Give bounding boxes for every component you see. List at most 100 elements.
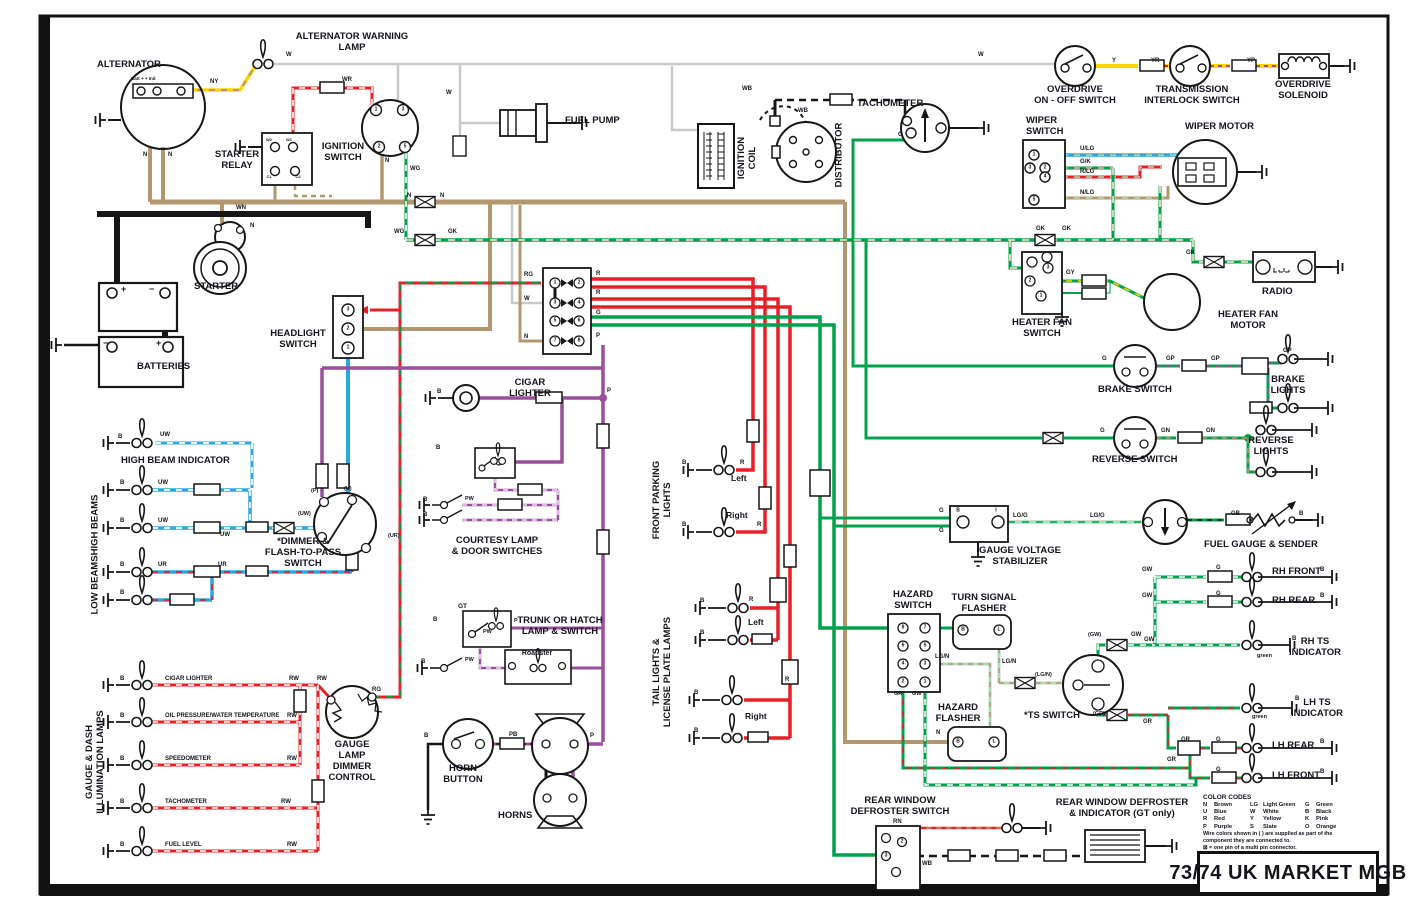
pin-number: 6 <box>577 317 581 324</box>
wire-code: GK <box>1186 250 1195 256</box>
diagram-label: TAIL LIGHTS & LICENSE PLATE LAMPS <box>651 616 673 728</box>
diagram-label: GAUGE LAMP DIMMER CONTROL <box>328 739 376 783</box>
wire-code: GW <box>912 691 922 697</box>
wire-code: GR <box>1167 757 1176 763</box>
diagram-label: TACHOMETER <box>857 98 924 109</box>
wire-code: B <box>700 598 705 604</box>
pin-number: 4 <box>901 660 905 667</box>
diagram-label: RADIO <box>1262 286 1293 297</box>
wire-code: B <box>120 480 125 486</box>
diagram-label: HORNS <box>498 810 533 821</box>
wire-code: GP <box>1283 348 1292 354</box>
diagram-label: FRONT PARKING LIGHTS <box>651 460 673 540</box>
wire-code: G/K <box>1080 159 1091 165</box>
diagram-label: WIPER SWITCH <box>1026 115 1064 137</box>
wire-code: G <box>1216 565 1221 571</box>
wire-code: G <box>596 310 601 316</box>
wire-code: WB <box>922 861 932 867</box>
wire-code: B <box>1299 511 1304 517</box>
pin-number: 2 <box>346 325 350 332</box>
pin-number: 3 <box>884 852 888 859</box>
wire-code: Y <box>1112 58 1117 64</box>
diagram-label: HIGH BEAMS <box>89 494 101 556</box>
wire-code: + <box>121 284 127 294</box>
wire-code: B <box>694 728 699 734</box>
wire-code: B <box>1320 593 1325 599</box>
diagram-label: CIGAR LIGHTER <box>509 377 551 399</box>
diagram-label: TRANSMISSION INTERLOCK SWITCH <box>1144 84 1240 106</box>
wire-code: N <box>143 152 148 158</box>
pin-number: C2 <box>295 174 301 179</box>
diagram-label: *TS SWITCH <box>1024 710 1080 721</box>
diagram-label: TACHOMETER <box>165 799 207 805</box>
wire-code: N/LG <box>1080 190 1095 196</box>
diagram-label: DISTRIBUTOR <box>833 122 845 188</box>
diagram-label: REVERSE SWITCH <box>1092 454 1178 465</box>
diagram-label: RH REAR <box>1272 595 1316 606</box>
pin-number: B <box>956 738 960 745</box>
diagram-label: REAR WINDOW DEFROSTER & INDICATOR (GT on… <box>1055 797 1189 819</box>
diagram-label: IGNITION SWITCH <box>321 141 365 163</box>
wire-code: WB <box>798 108 808 114</box>
wire-code: B <box>424 733 429 739</box>
wire-code: RW <box>287 713 297 719</box>
wire-code: NY <box>210 79 219 85</box>
pin-number: 2 <box>1043 164 1047 171</box>
diagram-label: OIL PRESSURE/WATER TEMPERATURE <box>165 713 280 719</box>
diagram-label: LH TS INDICATOR <box>1291 697 1343 719</box>
wire-code: GN <box>1206 428 1215 434</box>
diagram-label: CIGAR LIGHTER <box>165 676 213 682</box>
wire-code: RG <box>372 687 381 693</box>
diagram-label: HORN BUTTON <box>443 763 483 785</box>
wire-code: UW <box>158 518 168 524</box>
diagram-label: ALTERNATOR <box>97 59 161 70</box>
diagram-label: HIGH BEAM INDICATOR <box>121 455 230 466</box>
wire-code: GR <box>1181 737 1190 743</box>
diagram-label: Left <box>748 617 764 627</box>
wire-code: B <box>1295 696 1300 702</box>
diagram-label: IGNITION COIL <box>736 136 758 180</box>
wire-code: B <box>423 497 428 503</box>
legend-heading: COLOR CODES <box>1203 794 1252 801</box>
pin-number: 3 <box>1046 264 1050 271</box>
wire-code: B <box>436 445 441 451</box>
wire-code: G <box>1216 591 1221 597</box>
legend-note: Wire colors shown in ( ) are supplied as… <box>1203 830 1333 837</box>
pin-number: 3 <box>401 106 405 113</box>
wire-code: (GR) <box>1093 711 1105 717</box>
wire-code: YP <box>1247 58 1256 64</box>
wire-code: N <box>385 158 390 164</box>
wire-code: UW <box>158 480 168 486</box>
wire-code: GW <box>1142 593 1153 599</box>
wire-code: GR <box>894 691 903 697</box>
wire-code: UW <box>160 432 170 438</box>
wire-code: RW <box>289 676 299 682</box>
wire-code: B <box>1320 567 1325 573</box>
wire-code: (UW) <box>298 511 311 517</box>
wire-code: B <box>682 460 687 466</box>
wire-code: B <box>120 756 125 762</box>
wire-code: N <box>440 193 445 199</box>
wire-code: B <box>120 518 125 524</box>
wire-code: (LG/N) <box>1035 672 1052 678</box>
pin-number: 1 <box>346 344 350 351</box>
wire-code: LG/N <box>1002 659 1017 665</box>
diagram-label: Right <box>726 510 748 520</box>
pin-number: 2 <box>901 678 905 685</box>
wire-code: RW <box>317 676 327 682</box>
wire-code: W <box>286 52 292 58</box>
wire-code: PW <box>483 629 492 635</box>
pin-number: 5 <box>923 642 927 649</box>
wire-code: B <box>700 630 705 636</box>
wire-code: B <box>120 842 125 848</box>
wire-code: G <box>939 528 944 534</box>
bulbs <box>131 333 1299 857</box>
wire-code: N <box>407 193 412 199</box>
diagram-label: REVERSE LIGHTS <box>1248 435 1294 457</box>
pin-number: W2 <box>266 137 272 142</box>
wire-code: P <box>596 333 601 339</box>
